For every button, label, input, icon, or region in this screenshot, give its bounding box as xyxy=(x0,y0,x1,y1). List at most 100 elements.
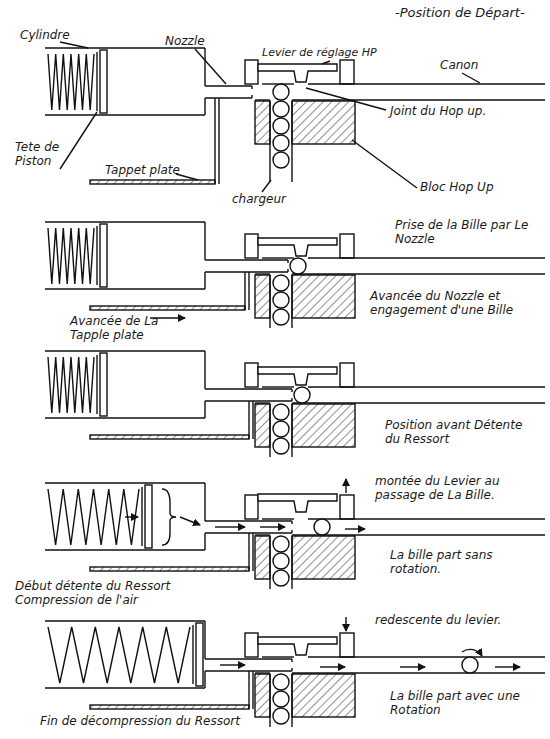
tappet-plate xyxy=(214,98,215,184)
bb xyxy=(290,258,306,274)
lever-arrow xyxy=(345,617,346,631)
nozzle xyxy=(251,86,252,89)
cylinder-wall xyxy=(45,482,205,483)
piston-head xyxy=(196,623,203,686)
barrel xyxy=(255,273,270,274)
lever-mount xyxy=(245,234,258,258)
cylinder-wall xyxy=(204,483,205,521)
magazine-wall xyxy=(291,674,292,727)
magazine-bb xyxy=(273,101,289,117)
barrel xyxy=(255,402,270,403)
label: Joint du Hop up. xyxy=(390,104,486,118)
air-arrow xyxy=(220,664,245,665)
tappet-plate xyxy=(90,180,215,184)
title: -Position de Départ- xyxy=(395,6,525,20)
leader-line xyxy=(262,180,271,192)
piston-head xyxy=(96,226,97,285)
leader-line xyxy=(352,140,417,188)
bb xyxy=(294,387,310,403)
tappet-plate xyxy=(90,705,249,709)
label: La bille part avec une Rotation xyxy=(390,689,545,717)
hop-up-lever xyxy=(258,494,337,512)
lever-mount xyxy=(340,234,354,258)
cylinder-wall xyxy=(45,114,205,115)
nozzle xyxy=(291,521,292,524)
motion-arrow xyxy=(125,516,138,517)
magazine-wall xyxy=(269,404,270,457)
piston-head xyxy=(141,487,142,546)
tappet-plate xyxy=(218,98,219,184)
magazine-bb xyxy=(273,135,289,151)
magazine-wall xyxy=(269,536,270,589)
magazine-bb xyxy=(273,421,289,437)
tappet-plate xyxy=(252,671,253,709)
barrel xyxy=(255,99,270,100)
label: Fin de décompression du Ressort xyxy=(40,714,240,728)
hop-up-block xyxy=(292,275,355,318)
tappet-plate xyxy=(90,567,249,571)
air-arrow xyxy=(180,517,200,525)
lever-mount xyxy=(245,60,258,84)
label: Canon xyxy=(440,58,478,72)
label: La bille part sans rotation. xyxy=(390,548,545,576)
piston-head xyxy=(145,485,152,548)
cylinder-wall xyxy=(204,401,205,418)
cylinder-wall xyxy=(45,288,205,289)
air-arrow xyxy=(320,666,345,667)
barrel xyxy=(292,99,545,100)
leader-line xyxy=(462,73,480,83)
magazine-bb xyxy=(273,404,289,420)
air-bracket xyxy=(162,489,176,545)
barrel xyxy=(292,534,545,535)
label: Avancée du Nozzle et engagement d'une Bi… xyxy=(370,289,545,317)
cylinder-wall xyxy=(204,272,205,289)
magazine-bb xyxy=(273,275,289,291)
label: Prise de la Bille par Le Nozzle xyxy=(395,218,545,246)
label: Tappet plate xyxy=(105,163,180,177)
nozzle xyxy=(287,260,288,263)
spring xyxy=(48,228,94,284)
hop-up-block xyxy=(255,536,270,579)
magazine-wall xyxy=(291,404,292,457)
cylinder-wall xyxy=(204,98,205,115)
cylinder-wall xyxy=(45,221,205,222)
spring xyxy=(48,357,94,413)
cylinder-wall xyxy=(45,620,205,621)
nozzle xyxy=(205,271,288,272)
magazine-bb xyxy=(273,553,289,569)
cylinder-wall xyxy=(204,621,205,659)
tappet-plate xyxy=(252,533,253,571)
nozzle xyxy=(205,520,292,521)
lever-mount xyxy=(245,633,258,657)
tappet-plate xyxy=(90,435,249,439)
barrel xyxy=(292,402,545,403)
barrel xyxy=(262,83,294,84)
label: redescente du levier. xyxy=(375,613,501,627)
magazine-wall xyxy=(269,101,270,182)
magazine-bb xyxy=(273,438,289,454)
rotation-arrow xyxy=(462,649,482,656)
tappet-plate xyxy=(248,533,249,571)
barrel xyxy=(292,672,545,673)
magazine-bb xyxy=(273,570,289,586)
magazine-wall xyxy=(269,674,270,727)
hop-up-block xyxy=(292,404,355,447)
cylinder-wall xyxy=(204,222,205,260)
spring xyxy=(48,489,139,545)
cylinder-wall xyxy=(45,350,205,351)
air-arrow xyxy=(215,526,245,527)
nozzle xyxy=(205,259,288,260)
magazine-bb xyxy=(273,84,289,100)
barrel xyxy=(262,518,294,519)
leader-line xyxy=(322,61,330,64)
piston-head xyxy=(100,353,107,416)
magazine-bb xyxy=(273,536,289,552)
cylinder-wall xyxy=(204,351,205,389)
barrel xyxy=(262,656,294,657)
hop-up-lever xyxy=(258,238,337,256)
nozzle xyxy=(287,269,288,272)
magazine-bb xyxy=(273,674,289,690)
air-arrow xyxy=(495,666,520,667)
magazine-wall xyxy=(291,536,292,589)
lever-mount xyxy=(340,60,354,84)
